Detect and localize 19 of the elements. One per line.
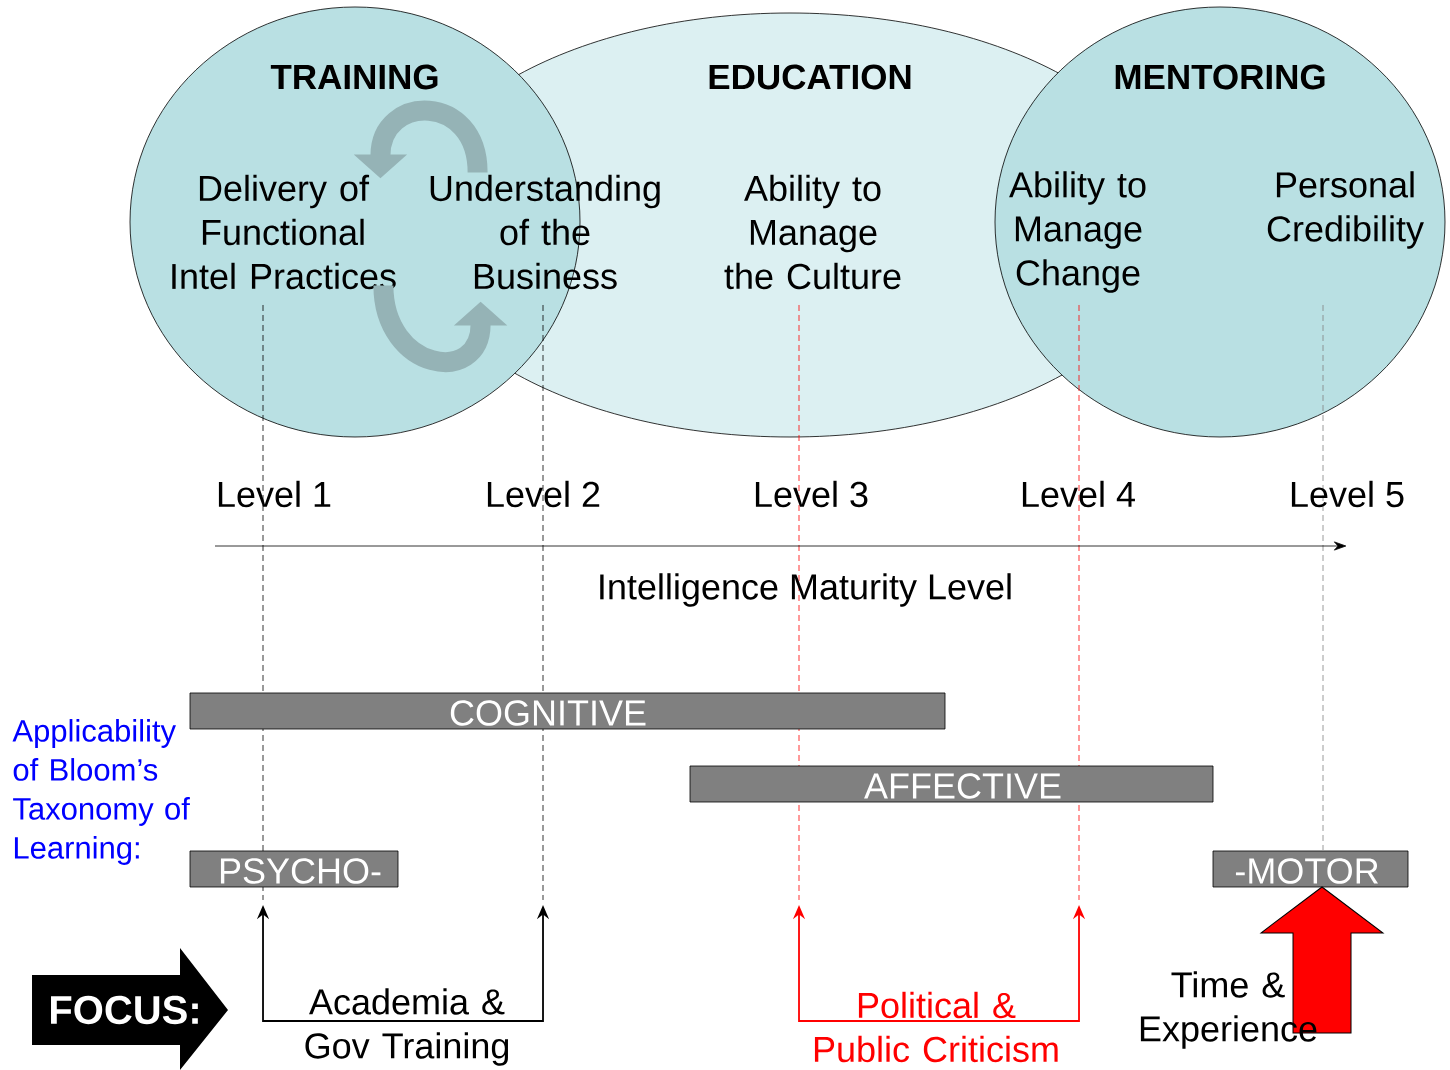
level-label: Level 3: [755, 480, 868, 508]
level-label: Level 2: [487, 480, 600, 508]
node-text: Personal Credibility: [1267, 171, 1424, 249]
node-text: Ability to Manage Change: [1009, 171, 1146, 293]
level-label: Level 5: [1291, 480, 1404, 508]
level-label: Level 4: [1022, 480, 1135, 508]
bar: COGNITIVE: [189, 692, 946, 730]
node-text: Academia & Gov Training: [305, 988, 509, 1066]
bar: AFFECTIVE: [689, 765, 1214, 803]
node-text: Delivery of Functional Intel Practices: [172, 174, 396, 290]
bar: PSYCHO-: [189, 850, 399, 888]
node-text: Political & Public Criticism: [814, 991, 1058, 1063]
axis-label: Intelligence Maturity Level: [600, 573, 1011, 607]
level-label: Level 1: [218, 480, 331, 508]
side-note: Applicability of Bloom’s Taxonomy of Learning:: [12, 719, 190, 865]
block-arrow: [1260, 886, 1384, 1034]
edge-label: Time & Experience: [1140, 971, 1317, 1049]
node-text: Ability to Manage the Culture: [724, 174, 901, 290]
bar: -MOTOR: [1212, 850, 1409, 888]
